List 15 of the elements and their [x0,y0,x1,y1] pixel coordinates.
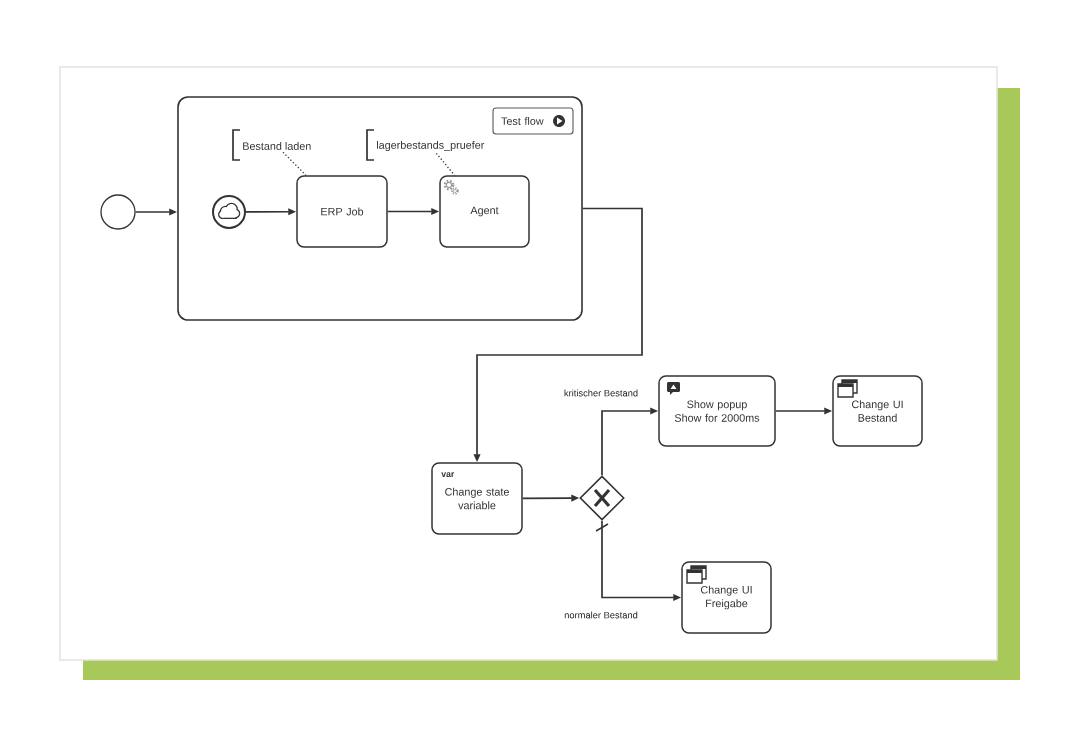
task-box: Show popup Show for 2000ms [658,375,776,447]
leader-line [435,152,456,176]
task-box: Agent [439,175,530,248]
play-button: Test flow [492,107,574,135]
task-box: Change UI Bestand [832,375,923,447]
leader-line [282,151,307,176]
annotation-text: Bestand laden [232,129,311,161]
gateway-diamond [579,475,625,521]
task-box: Change UI Freigabe [681,561,772,634]
event-circle [100,194,136,230]
annotation-text: lagerbestands_pruefer [366,129,485,161]
type-label: var [441,472,455,477]
edge-label: normaler Bestand [562,610,640,620]
task-box: ERP Job [296,175,388,248]
edge-label: kritischer Bestand [562,388,640,398]
